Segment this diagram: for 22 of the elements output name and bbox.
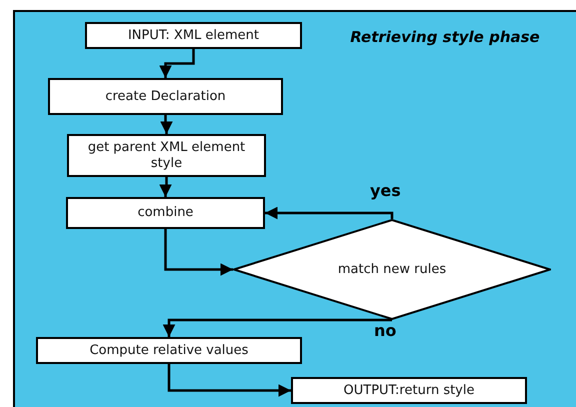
process-box [67, 134, 266, 177]
process-box [66, 197, 265, 229]
node-text: Compute relative values [88, 342, 250, 358]
process-box [291, 377, 527, 404]
process-box [85, 22, 302, 49]
arrow [162, 318, 392, 337]
process-box [48, 78, 283, 115]
arrow [168, 364, 291, 397]
arrow [265, 206, 394, 220]
arrow [159, 49, 195, 78]
node-text: OUTPUT:return style [342, 382, 476, 398]
arrow [160, 115, 173, 134]
node-text: INPUT: XML element [126, 28, 260, 44]
decision-diamond [233, 219, 551, 320]
process-box [36, 337, 302, 364]
node-text: create Declaration [104, 88, 227, 104]
arrow [159, 177, 172, 197]
node-text: get parent XML element style [86, 140, 246, 172]
node-text: match new rules [336, 262, 448, 278]
arrow [164, 229, 233, 276]
node-text: combine [136, 205, 194, 221]
diagram-title: Retrieving style phase [350, 28, 540, 47]
